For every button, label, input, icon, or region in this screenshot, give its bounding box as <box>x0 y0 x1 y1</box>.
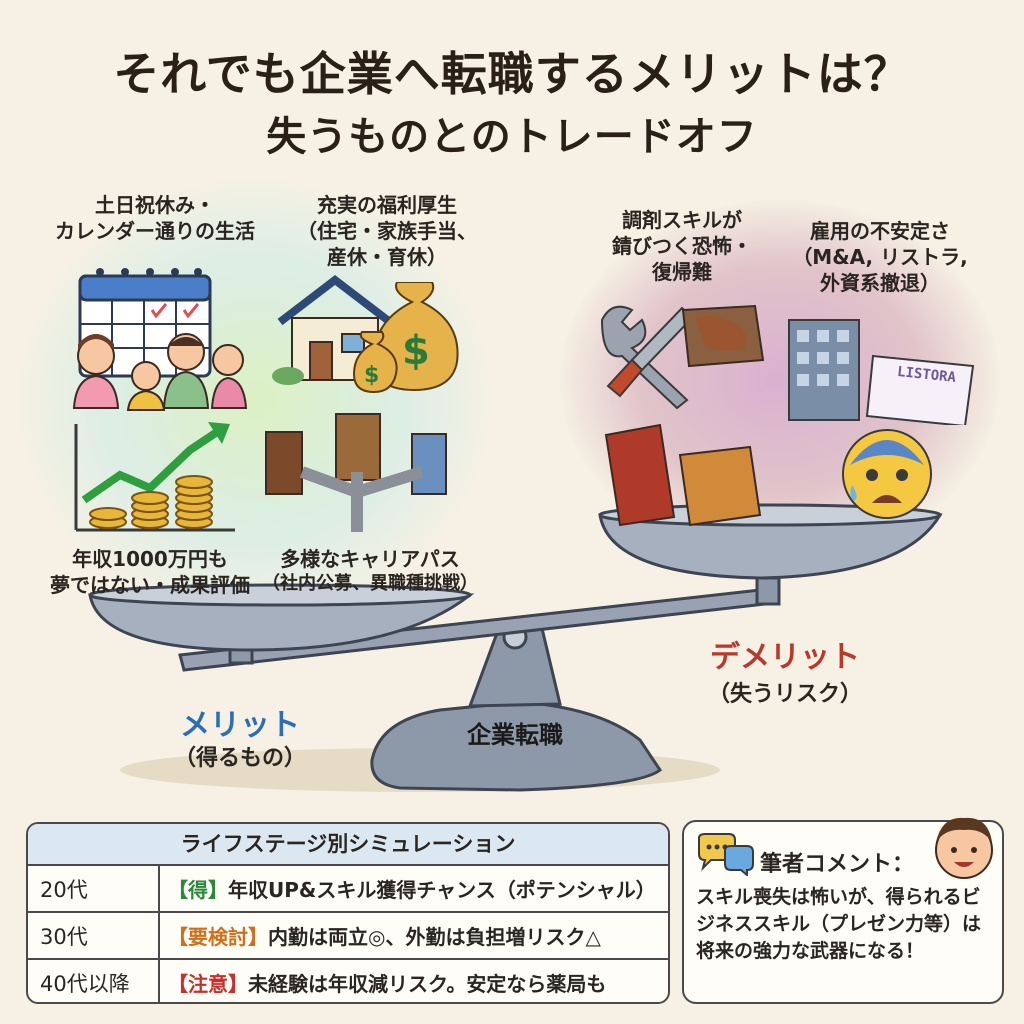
demerit-label-employment: 雇用の不安定さ（M&A, リストラ,外資系撤退） <box>792 219 968 295</box>
table-row: 30代 【要検討】内勤は両立◎、外勤は負担増リスク△ <box>28 913 668 960</box>
merit-subheading: （得るもの） <box>173 746 306 771</box>
worried-face-icon <box>842 429 932 519</box>
svg-text:$: $ <box>402 328 430 374</box>
svg-text:$: $ <box>364 363 379 388</box>
rusty-book-icon <box>681 304 765 368</box>
author-avatar <box>935 817 993 879</box>
row-age: 40代以降 <box>28 960 160 1002</box>
merit-label-holiday: 土日祝休み・カレンダー通りの生活 <box>55 193 255 243</box>
row-tag: 【注意】 <box>168 972 248 996</box>
merit-label-career: 多様なキャリアパス（社内公募、異職種挑戦） <box>262 547 478 594</box>
comment-text: スキル喪失は怖いが、得られるビジネススキル（プレゼン力等）は将来の強力な武器にな… <box>696 886 982 962</box>
row-text: 年収UP&スキル獲得チャンス（ポテンシャル） <box>228 878 656 902</box>
row-age: 30代 <box>28 913 160 958</box>
scale-base-label: 企業転職 <box>467 721 563 749</box>
merit-heading: メリット <box>180 708 300 743</box>
table-row: 40代以降 【注意】未経験は年収減リスク。安定なら薬局も <box>28 960 668 1002</box>
row-content: 【注意】未経験は年収減リスク。安定なら薬局も <box>160 968 606 997</box>
row-tag: 【得】 <box>168 878 228 902</box>
merit-label-welfare: 充実の福利厚生（住宅・家族手当、産休・育休） <box>297 193 477 269</box>
money-bag-icon: $ $ <box>352 282 459 394</box>
comment-title: 筆者コメント： <box>760 852 915 877</box>
page-title: それでも企業へ転職するメリットは？ <box>113 47 911 101</box>
growth-chart-icon <box>74 422 235 532</box>
demerit-subheading: （失うリスク） <box>707 682 862 707</box>
books-icon <box>604 423 762 527</box>
demerit-label-skill: 調剤スキルが錆びつく恐怖・復帰難 <box>612 208 752 284</box>
wrench-screwdriver-icon <box>600 305 694 410</box>
row-text: 内勤は両立◎、外勤は負担増リスク△ <box>268 925 601 949</box>
simulation-heading: ライフステージ別シミュレーション <box>28 824 668 866</box>
merit-label-income: 年収1000万円も夢ではない・成果評価 <box>50 547 250 597</box>
row-age: 20代 <box>28 866 160 911</box>
row-content: 【要検討】内勤は両立◎、外勤は負担増リスク△ <box>160 921 601 950</box>
career-doors-icon <box>265 413 447 532</box>
demerit-heading: デメリット <box>710 640 860 675</box>
row-text: 未経験は年収減リスク。安定なら薬局も <box>248 972 607 996</box>
row-content: 【得】年収UP&スキル獲得チャンス（ポテンシャル） <box>160 874 656 903</box>
chat-bubbles-icon <box>698 833 754 876</box>
office-building-icon <box>788 319 975 425</box>
life-stage-simulation-table: ライフステージ別シミュレーション 20代 【得】年収UP&スキル獲得チャンス（ポ… <box>26 822 670 1004</box>
page-subtitle: 失うものとのトレードオフ <box>266 114 758 160</box>
family-icon <box>72 333 248 411</box>
row-tag: 【要検討】 <box>168 925 268 949</box>
table-row: 20代 【得】年収UP&スキル獲得チャンス（ポテンシャル） <box>28 866 668 913</box>
